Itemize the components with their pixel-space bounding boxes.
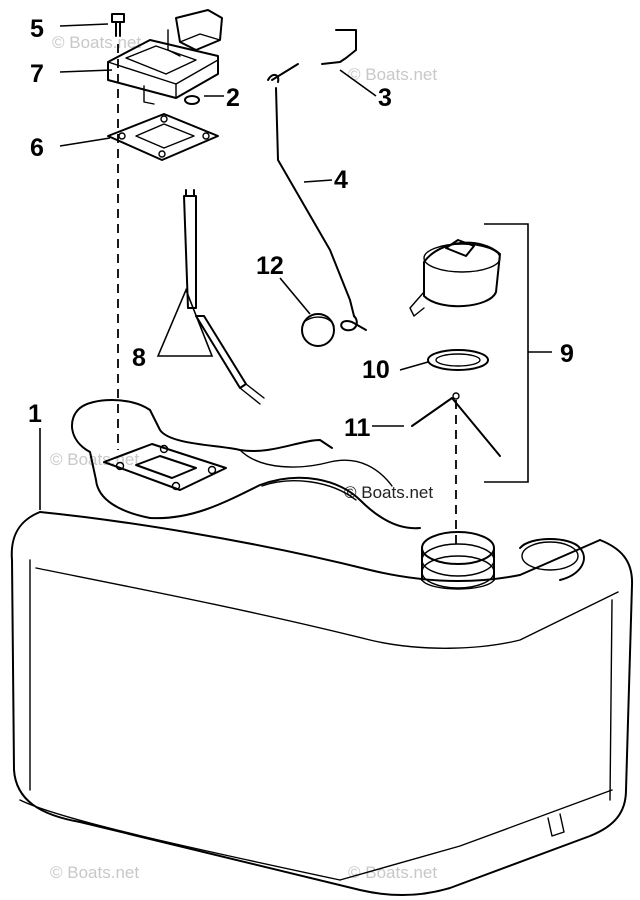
- watermark-center: © Boats.net: [344, 483, 433, 502]
- pickup-tubes: [183, 189, 265, 405]
- pickup-housing: [107, 9, 223, 105]
- callout-labels: 5 7 2 6 3 4 12 8 9 10 11 1: [28, 15, 574, 442]
- watermark-bottom-right: © Boats.net: [348, 863, 437, 882]
- callout-7: 7: [30, 60, 44, 88]
- callout-12: 12: [256, 252, 284, 280]
- callout-9: 9: [560, 340, 574, 368]
- leader-lines: [39, 23, 429, 510]
- callout-5: 5: [30, 15, 44, 43]
- float-arm: [267, 63, 367, 332]
- watermark-bottom-left: © Boats.net: [50, 863, 139, 882]
- callout-3: 3: [378, 84, 392, 112]
- bracket-clip: [321, 29, 357, 65]
- callout-6: 6: [30, 134, 44, 162]
- watermark-top-right: © Boats.net: [348, 65, 437, 84]
- callout-1: 1: [28, 400, 42, 428]
- o-ring-small: [184, 95, 200, 105]
- callout-2: 2: [226, 84, 240, 112]
- callout-8: 8: [132, 344, 146, 372]
- group-bracket-9: [484, 223, 552, 483]
- watermark-top-left: © Boats.net: [52, 33, 141, 52]
- float-ball: [301, 313, 335, 347]
- gasket: [107, 113, 219, 161]
- fuel-cap: [409, 239, 501, 317]
- cap-gasket-ring: [427, 349, 489, 371]
- callout-10: 10: [362, 356, 390, 384]
- callout-11: 11: [344, 414, 371, 442]
- watermark-group: © Boats.net © Boats.net © Boats.net © Bo…: [50, 33, 437, 882]
- retainer-clip: [411, 392, 501, 457]
- callout-4: 4: [334, 166, 348, 194]
- screw: [111, 13, 125, 37]
- fuel-tank-body: [10, 399, 634, 896]
